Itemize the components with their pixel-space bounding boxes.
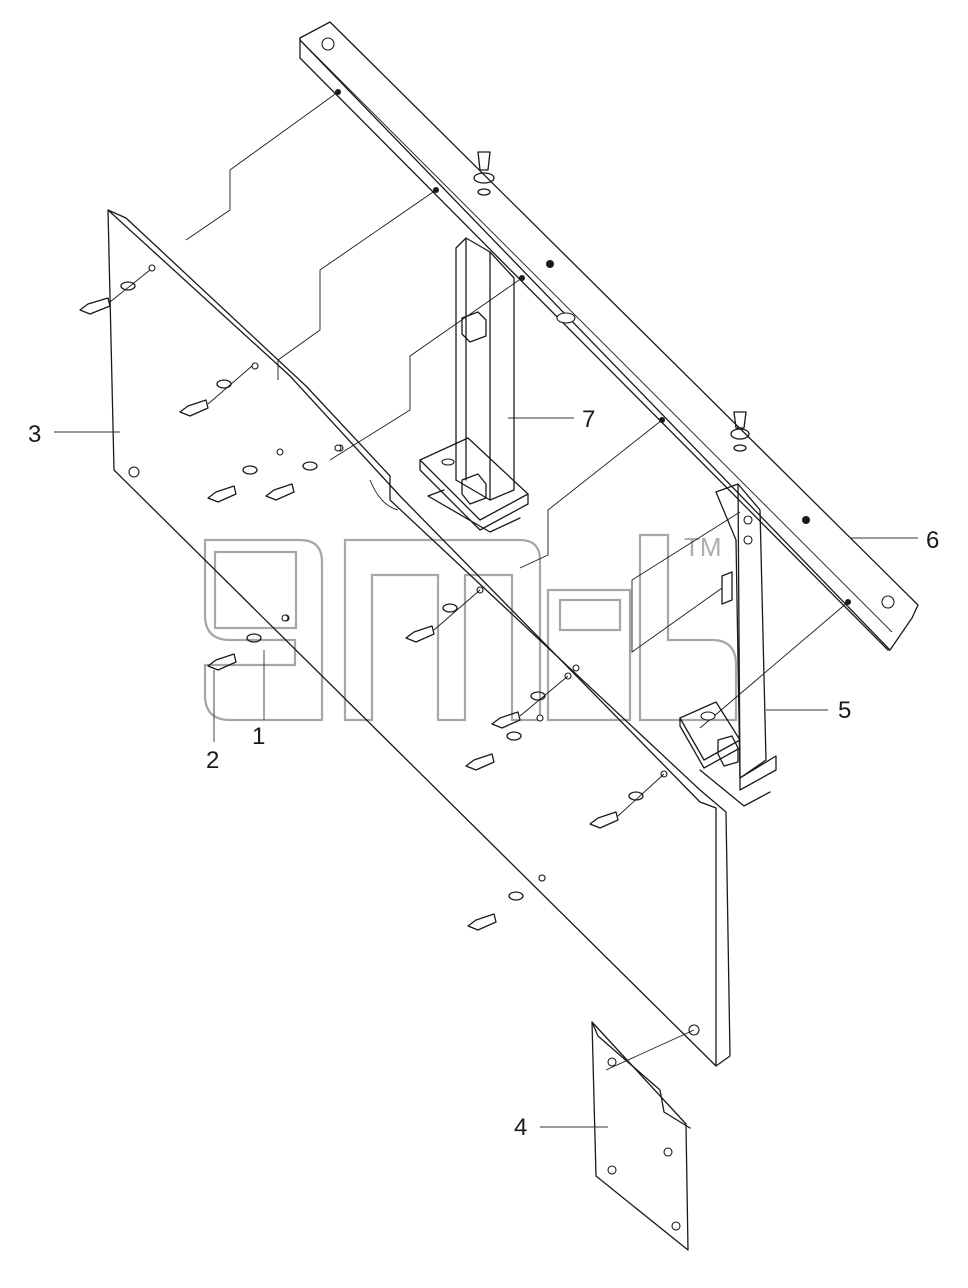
bolt-group-c (207, 448, 284, 503)
trademark-text: TM (684, 532, 722, 562)
rear-panel-outline (185, 91, 849, 729)
bolt-group-g (491, 675, 569, 729)
bolt-group-f (405, 589, 481, 643)
part-4-plate (591, 1021, 695, 1251)
bolt-group-h (465, 714, 544, 771)
part-6-angle-bar (299, 21, 919, 651)
watermark-logo: TM (203, 532, 738, 722)
bolt-group-a (79, 269, 151, 315)
callout-3: 3 (28, 421, 41, 448)
bolt-group-d (265, 444, 342, 501)
callout-1: 1 (252, 723, 265, 750)
leader-lines (54, 417, 918, 1128)
callout-2: 2 (206, 747, 219, 774)
fasteners (79, 269, 665, 931)
bolt-group-j (467, 874, 546, 931)
part-7-bracket (419, 237, 529, 533)
callout-4: 4 (514, 1114, 527, 1141)
part-3-panel (107, 209, 731, 1067)
bolt-group-i (589, 773, 665, 829)
part-5-bracket (679, 483, 777, 807)
callout-6: 6 (926, 527, 939, 554)
bolt-group-b (179, 365, 253, 417)
callout-7: 7 (582, 406, 595, 433)
callout-5: 5 (838, 697, 851, 724)
bolt-group-e (207, 614, 289, 671)
